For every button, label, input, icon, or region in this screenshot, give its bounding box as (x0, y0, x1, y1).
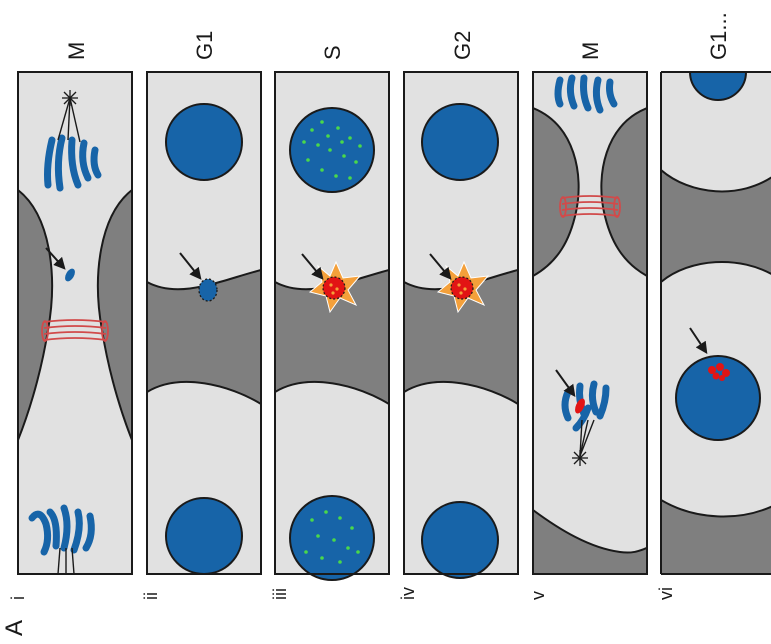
panel-iii (274, 71, 390, 581)
nucleus (675, 355, 761, 441)
arrow-icon (301, 253, 324, 280)
nucleus (421, 501, 499, 579)
panel-numeral: iv (398, 587, 418, 600)
midbody-remnant (575, 398, 585, 414)
arrow-icon (179, 252, 202, 280)
chromosomes-icon (28, 504, 95, 556)
panel-v (532, 71, 648, 575)
nucleus (165, 497, 243, 575)
panel-letter: A (1, 620, 28, 636)
centrosome-icon (62, 90, 78, 106)
midbody-remnant (198, 278, 218, 302)
chromosomes-icon (44, 134, 102, 192)
panel-numeral: vi (656, 587, 676, 600)
dna-foci (302, 120, 362, 180)
panel-numeral: v (528, 591, 548, 600)
phase-label: M (64, 42, 89, 60)
arrow-icon (45, 247, 66, 270)
midbody-remnant (708, 363, 730, 381)
panel-ii (146, 71, 262, 575)
midbody-ring (41, 319, 109, 342)
midbody-remnant (65, 268, 75, 282)
arrow-icon (555, 369, 576, 397)
panel-iv (403, 71, 519, 579)
chromosomes-icon (561, 380, 610, 432)
panel-numeral: i (8, 596, 28, 600)
midbody-ring (559, 195, 621, 218)
chromosomes-icon (554, 74, 618, 114)
nucleus (421, 103, 499, 181)
arrow-icon (429, 253, 452, 280)
nucleus (289, 495, 375, 581)
panel-i (17, 71, 133, 575)
arrow-icon (689, 327, 708, 354)
panel-vi (660, 71, 771, 575)
phase-label: G2 (450, 31, 475, 60)
phase-label: M (578, 42, 603, 60)
phase-label: G1 (192, 31, 217, 60)
panel-numeral: iii (270, 588, 290, 600)
phase-label: G1... (706, 12, 731, 60)
centrosome-icon (572, 450, 588, 466)
nucleus (289, 107, 375, 193)
nucleus (165, 103, 243, 181)
panel-numeral: ii (141, 592, 161, 600)
phase-label: S (320, 45, 345, 60)
